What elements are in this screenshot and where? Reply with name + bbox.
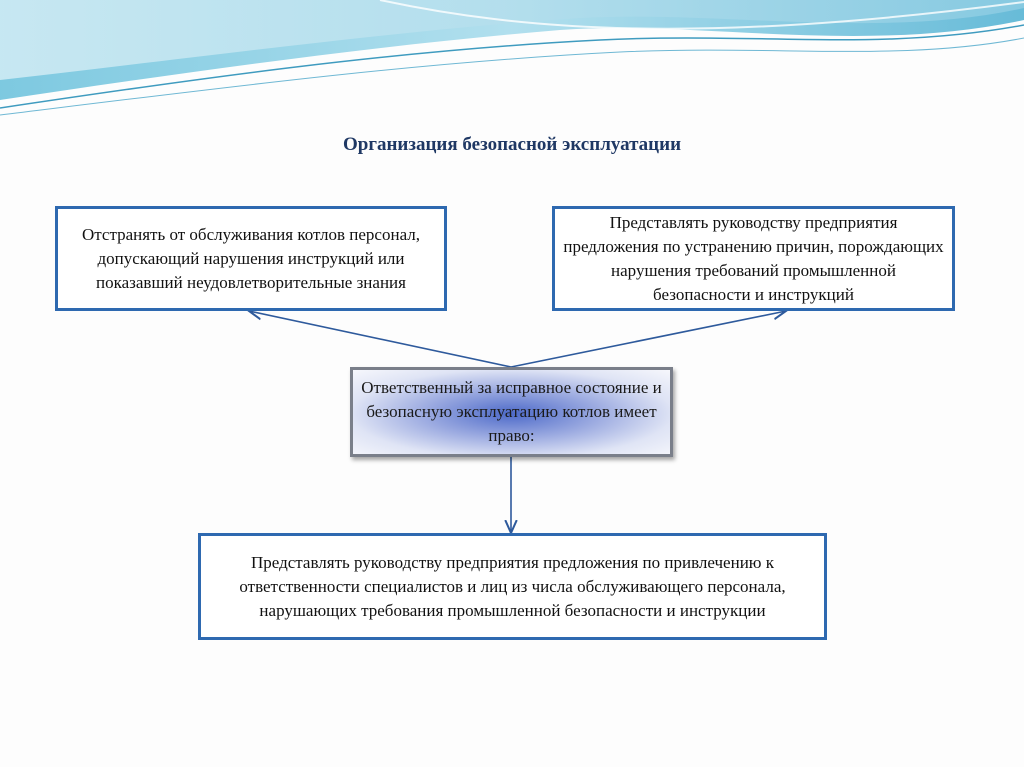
center-box: Ответственный за исправное состояние и б… (350, 367, 673, 457)
left-box-text: Отстранять от обслуживания котлов персон… (81, 224, 420, 292)
right-box: Представлять руководству предприятия пре… (552, 206, 955, 311)
bottom-box-text: Представлять руководству предприятия пре… (239, 552, 786, 620)
bottom-box: Представлять руководству предприятия пре… (198, 533, 827, 640)
header-wave-decoration (0, 0, 1024, 116)
arrow-to-left-box (249, 311, 512, 368)
center-box-text: Ответственный за исправное состояние и б… (361, 378, 662, 445)
right-box-text: Представлять руководству предприятия пре… (563, 212, 944, 304)
left-box: Отстранять от обслуживания котлов персон… (55, 206, 447, 311)
arrow-to-right-box (510, 311, 786, 368)
page-title: Организация безопасной эксплуатации (342, 134, 682, 155)
